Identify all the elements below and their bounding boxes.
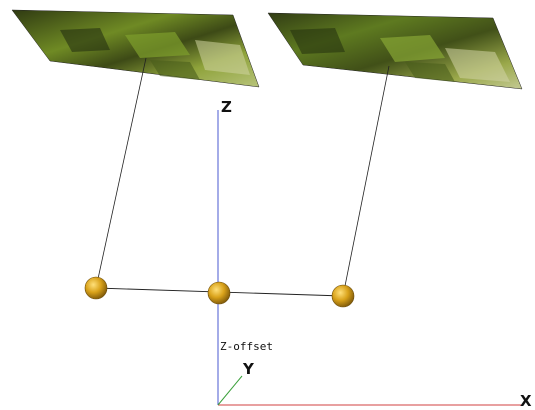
x-axis-label: X <box>520 392 532 410</box>
y-axis-line <box>217 375 243 406</box>
left-projection-line <box>95 57 147 289</box>
z-offset-label: Z-offset <box>220 340 273 353</box>
right-camera-sphere <box>331 284 355 308</box>
left-image-plane <box>11 9 260 88</box>
right-projection-line <box>342 65 390 297</box>
center-origin-sphere <box>207 281 231 305</box>
z-axis-label: Z <box>221 98 232 116</box>
right-image-plane <box>267 12 523 90</box>
left-camera-sphere <box>84 276 108 300</box>
y-axis-label: Y <box>242 360 255 378</box>
